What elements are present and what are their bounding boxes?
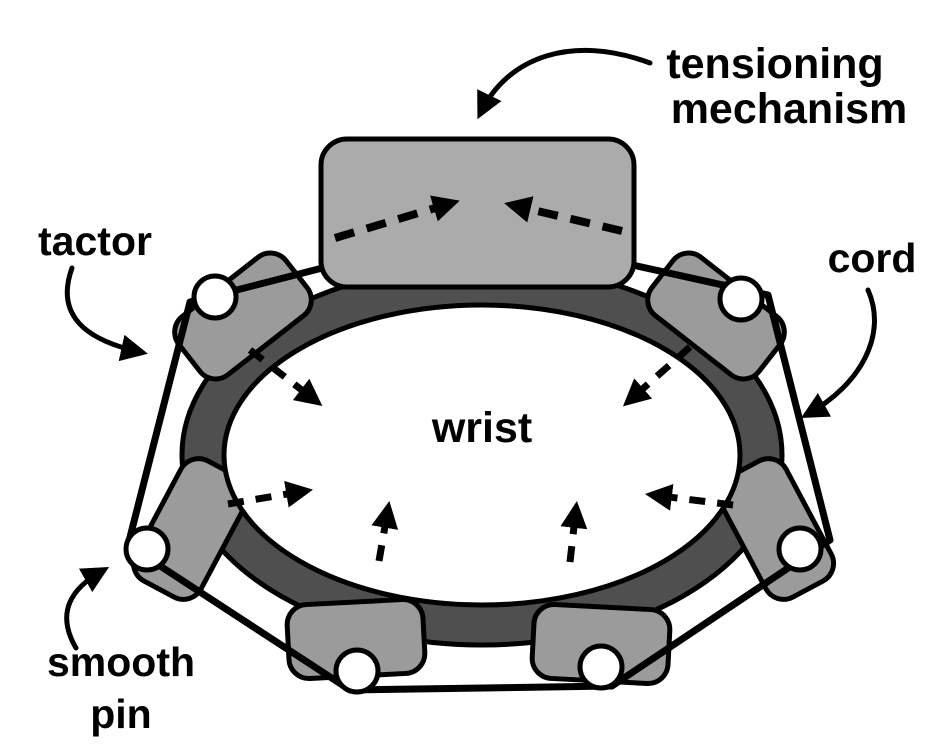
squeeze-arrow-right: [644, 483, 734, 511]
tensioning-mechanism-body: [318, 136, 637, 290]
smooth-pin-bottom-right: [577, 643, 625, 691]
smooth-pin-bottom-left: [333, 647, 381, 695]
tensioning-mechanism-pointer-arrow: [477, 48, 653, 120]
cord-pointer-arrow: [800, 287, 877, 418]
smooth-pin-upper-right: [717, 275, 765, 323]
smooth-pin-left: [123, 525, 171, 573]
squeeze-arrow-upper-right: [622, 344, 693, 407]
wrist-cross-section: [221, 302, 743, 608]
label-tactor: tactor: [38, 218, 152, 264]
tactor-pointer-arrow: [64, 265, 148, 362]
tension-arrow-left: [333, 195, 460, 242]
squeeze-arrow-bottom-left: [371, 501, 399, 562]
smooth-pin-group: [123, 273, 824, 695]
squeeze-arrow-bottom-right: [560, 500, 588, 563]
squeeze-arrow-upper-left: [247, 347, 323, 406]
label-smooth-pin-line2: pin: [90, 691, 151, 737]
label-wrist: wrist: [431, 404, 532, 452]
tension-arrow-right: [504, 196, 623, 235]
squeeze-arrow-left: [227, 480, 313, 508]
smooth-pin-right: [776, 525, 824, 573]
label-tensioning-mechanism-line1: tensioning: [666, 40, 883, 88]
smooth-pin-upper-left: [191, 273, 239, 321]
smooth-pin-pointer-arrow: [64, 567, 110, 651]
label-cord: cord: [828, 235, 917, 281]
label-smooth-pin-line1: smooth: [47, 639, 195, 685]
label-tensioning-mechanism-line2: mechanism: [671, 85, 908, 133]
tactor-group: [130, 250, 837, 686]
